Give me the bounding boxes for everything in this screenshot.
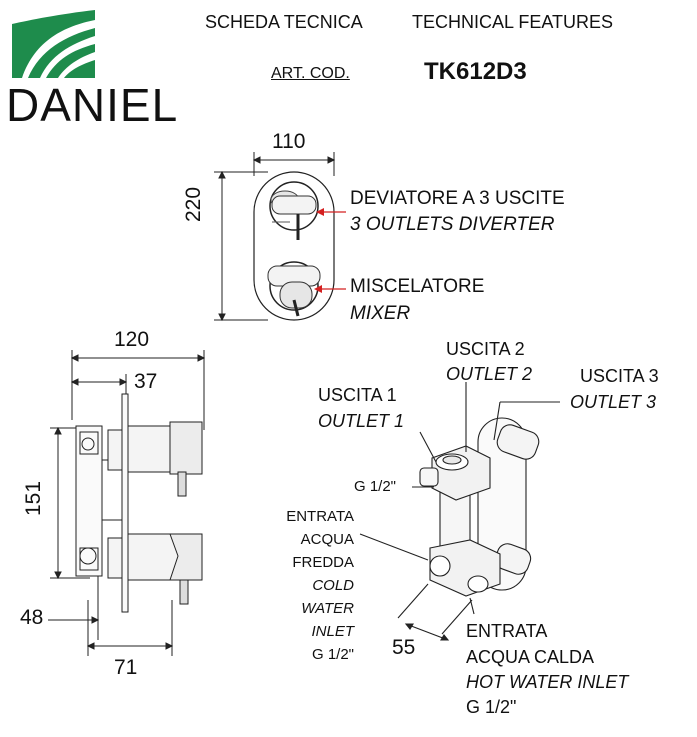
mixer-label-it: MISCELATORE (350, 276, 485, 297)
body-view-drawing (359, 382, 560, 641)
dim-48: 48 (20, 606, 44, 629)
outlet3-label-it: USCITA 3 (580, 366, 659, 386)
front-view-drawing (214, 152, 336, 322)
cold-inlet-line2: ACQUA (300, 531, 354, 548)
cold-inlet-line5: WATER (301, 600, 354, 617)
dim-151: 151 (22, 480, 45, 516)
outlet2-label-it: USCITA 2 (446, 339, 525, 359)
article-code: TK612D3 (424, 58, 527, 85)
side-view-drawing (48, 350, 206, 656)
mixer-label-en: MIXER (350, 303, 411, 324)
dim-depth-120: 120 (114, 328, 150, 351)
daniel-logo-mark (12, 10, 95, 78)
thread-top-label: G 1/2" (354, 478, 397, 495)
outlet1-label-it: USCITA 1 (318, 385, 397, 405)
dim-37: 37 (134, 370, 158, 393)
dim-71: 71 (114, 656, 138, 679)
cold-inlet-line6: INLET (311, 623, 354, 640)
title-italian: SCHEDA TECNICA (205, 12, 363, 32)
cold-inlet-line3: FREDDA (292, 554, 354, 571)
dim-55: 55 (392, 636, 416, 659)
title-english: TECHNICAL FEATURES (412, 12, 614, 32)
hot-inlet-line3: HOT WATER INLET (466, 672, 629, 692)
outlet2-label-en: OUTLET 2 (446, 364, 533, 384)
dim-width-110: 110 (272, 130, 306, 153)
hot-inlet-line2: ACQUA CALDA (466, 647, 595, 667)
outlet1-label-en: OUTLET 1 (318, 411, 405, 431)
cold-inlet-line4: COLD (312, 577, 354, 594)
cold-inlet-line1: ENTRATA (286, 508, 354, 525)
hot-inlet-thread: G 1/2" (466, 697, 517, 717)
brand-wordmark: DANIEL (6, 79, 179, 131)
art-cod-label: ART. COD. (271, 65, 350, 82)
dim-height-220: 220 (182, 186, 205, 222)
cold-inlet-thread: G 1/2" (311, 646, 354, 663)
hot-inlet-line1: ENTRATA (466, 621, 548, 641)
outlet3-label-en: OUTLET 3 (570, 392, 657, 412)
diverter-label-it: DEVIATORE A 3 USCITE (350, 188, 565, 209)
diverter-label-en: 3 OUTLETS DIVERTER (350, 214, 555, 235)
callout-arrows (314, 208, 346, 293)
